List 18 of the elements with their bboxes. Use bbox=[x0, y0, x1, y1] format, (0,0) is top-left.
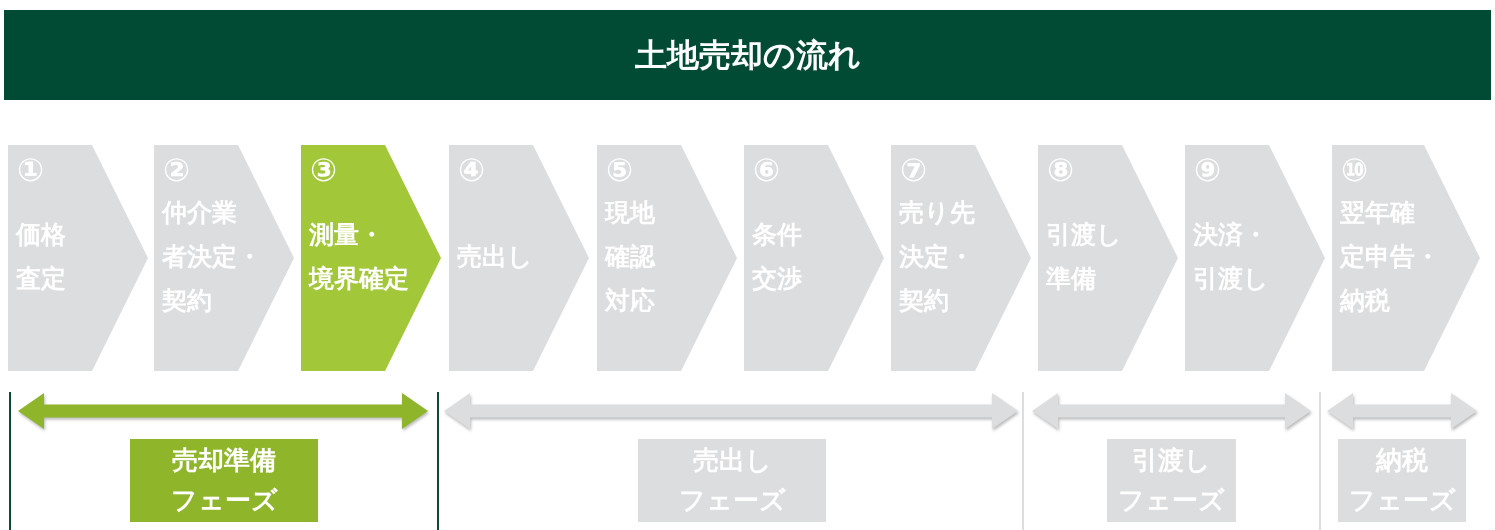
step-panel bbox=[597, 145, 737, 371]
dimension-line bbox=[18, 393, 428, 429]
step-panel bbox=[8, 145, 148, 371]
step-panel bbox=[1332, 145, 1480, 371]
step-number: ③ bbox=[310, 153, 338, 187]
dimension-line bbox=[1032, 393, 1311, 429]
step-panel bbox=[301, 145, 441, 371]
dimension-line bbox=[444, 393, 1018, 429]
step-panel bbox=[1038, 145, 1178, 371]
step-panel bbox=[154, 145, 294, 371]
dimension-line bbox=[1327, 393, 1477, 429]
step-panel bbox=[449, 145, 589, 371]
phase-tag: 売却準備フェーズ bbox=[130, 439, 318, 522]
title-banner: 土地売却の流れ bbox=[4, 10, 1491, 100]
step-label: 測量・境界確定 bbox=[309, 219, 410, 295]
step-panel bbox=[1185, 145, 1325, 371]
step-panel bbox=[744, 145, 884, 371]
step-panel bbox=[891, 145, 1031, 371]
